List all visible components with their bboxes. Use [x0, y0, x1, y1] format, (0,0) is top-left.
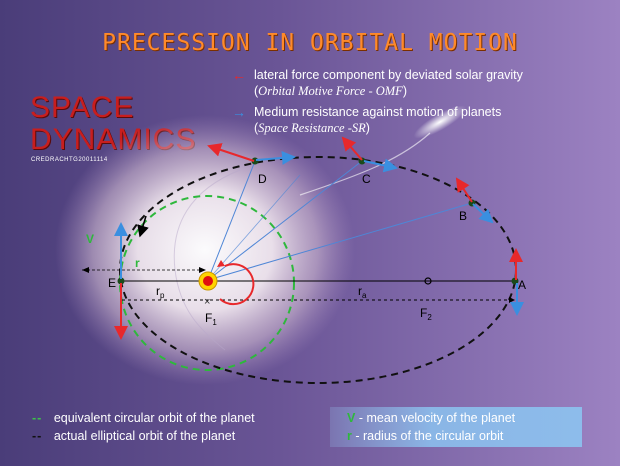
- sr-vector-B: [472, 203, 494, 224]
- radius-line-D: [207, 160, 256, 281]
- velocity-label: V: [86, 232, 94, 246]
- legend-circular-text: equivalent circular orbit of the planet: [53, 411, 255, 425]
- legend-velocity: V - mean velocity of the planet: [347, 411, 515, 425]
- point-label-B: B: [459, 209, 467, 223]
- r-symbol: r: [347, 429, 352, 443]
- legend-omf-label: lateral force component by deviated sola…: [254, 68, 523, 82]
- sun-glow: [55, 115, 355, 385]
- ra-label: ra: [358, 284, 367, 300]
- page-title: PRECESSION IN ORBITAL MOTION: [102, 30, 518, 56]
- rp-symbol: r: [156, 284, 160, 298]
- point-label-E: E: [108, 276, 116, 290]
- f2-symbol: F: [420, 306, 427, 320]
- legend-elliptical-orbit: -- actual elliptical orbit of the planet: [32, 429, 235, 443]
- f1-label: F1: [205, 311, 217, 327]
- f1-cross-icon: ×: [204, 296, 210, 308]
- legend-omf-paren-open: (: [254, 84, 259, 98]
- sr-vector-D: [255, 150, 296, 165]
- radius-line-D2: [207, 174, 301, 281]
- ra-arrowhead: [509, 297, 515, 303]
- radius-line-C: [207, 160, 363, 281]
- ra-symbol: r: [358, 284, 362, 298]
- red-left-arrow-icon: ←: [232, 67, 246, 83]
- blue-right-arrow-icon: →: [232, 104, 246, 120]
- legend-omf-row: ← lateral force component by deviated so…: [232, 67, 523, 83]
- legend-radius-text: - radius of the circular orbit: [351, 429, 504, 443]
- black-dash-icon: --: [32, 429, 43, 443]
- legend-velocity-text: - mean velocity of the planet: [355, 411, 516, 425]
- sr-vector-C: [363, 158, 398, 173]
- legend-radius: r - radius of the circular orbit: [347, 429, 503, 443]
- green-dash-icon: --: [32, 411, 43, 425]
- rotation-arc: [219, 263, 255, 306]
- v-symbol: V: [347, 411, 356, 425]
- legend-omf-abbrev: Orbital Motive Force - OMF: [258, 84, 403, 98]
- ra-subscript: a: [362, 291, 367, 300]
- sun-core: [203, 276, 213, 286]
- logo-credit: CREDRACHTG20011114: [31, 157, 108, 163]
- legend-omf-abbrev-row: (Orbital Motive Force - OMF): [232, 83, 523, 99]
- legend-sr-abbrev: Space Resistance -SR: [258, 121, 366, 135]
- planet-E: [117, 277, 125, 285]
- comet-head: [413, 105, 467, 139]
- legend-omf-paren-close: ): [402, 84, 407, 98]
- omf-vector-B: [455, 177, 473, 203]
- radius-arrowhead-left: [82, 267, 89, 273]
- f2-subscript: 2: [427, 313, 432, 322]
- circular-orbit: [119, 195, 295, 371]
- radius-line-B: [207, 202, 473, 281]
- symbol-legend-box: [330, 407, 582, 447]
- logo-line-1: SPACE: [30, 91, 135, 124]
- f2-marker: [424, 277, 432, 285]
- rp-label: rp: [156, 284, 165, 300]
- point-label-C: C: [362, 172, 371, 186]
- point-label-D: D: [258, 172, 267, 186]
- point-label-A: A: [518, 278, 526, 292]
- radius-arrowhead-right: [199, 267, 206, 273]
- rotation-arc-head: [217, 260, 225, 267]
- omf-vector-C: [341, 136, 363, 161]
- omf-vector-D: [207, 143, 255, 162]
- legend-circular-orbit: -- equivalent circular orbit of the plan…: [32, 411, 255, 425]
- radius-label: r: [135, 256, 140, 270]
- orbit-direction-arrow: [137, 215, 149, 238]
- comet-streak: [299, 132, 431, 196]
- f1-symbol: F: [205, 311, 212, 325]
- f1-subscript: 1: [212, 318, 217, 327]
- legend-elliptical-text: actual elliptical orbit of the planet: [53, 429, 236, 443]
- rp-subscript: p: [160, 291, 165, 300]
- legend-sr-paren-close: ): [365, 121, 370, 135]
- f2-label: F2: [420, 306, 432, 322]
